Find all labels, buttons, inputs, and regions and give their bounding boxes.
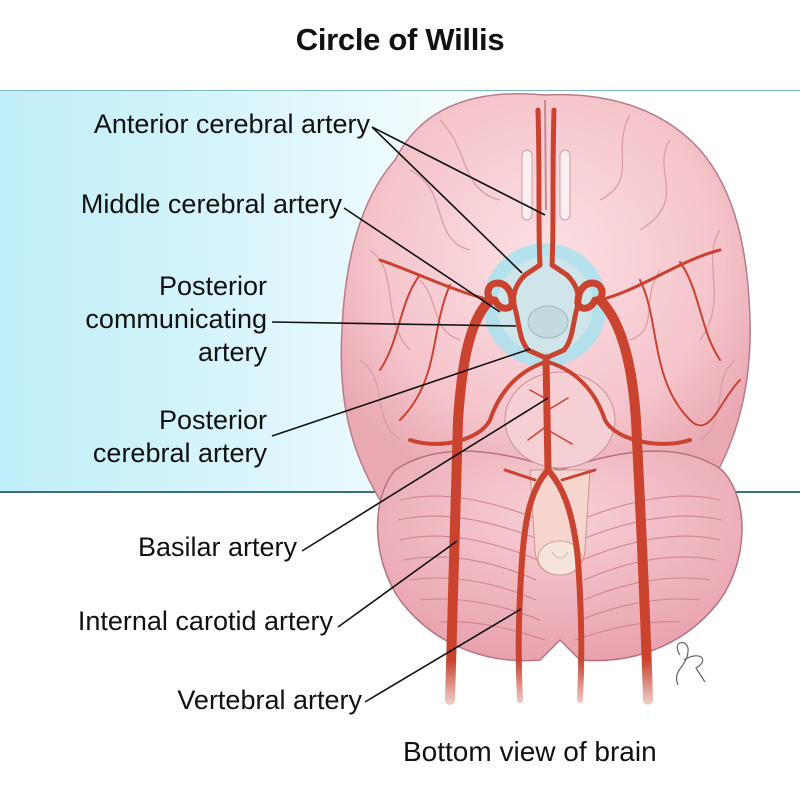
label-vertebral-artery: Vertebral artery — [177, 685, 362, 715]
pituitary-stalk — [527, 305, 569, 339]
view-caption: Bottom view of brain — [403, 736, 657, 767]
artist-signature — [676, 642, 706, 686]
gyri — [359, 114, 736, 441]
label-line: cerebral artery — [92, 438, 267, 468]
label-line: communicating — [85, 304, 267, 334]
diagram-title: Circle of Willis — [295, 22, 505, 57]
cerebellar-folia — [397, 495, 723, 641]
leader-basilar — [301, 397, 549, 552]
label-posterior-cerebral-artery: Posterior cerebral artery — [93, 404, 267, 470]
longitudinal-fissure — [544, 99, 547, 211]
label-basilar-artery: Basilar artery — [137, 532, 297, 562]
leader-vertebral — [364, 608, 522, 703]
pons — [504, 371, 616, 469]
label-anterior-cerebral-artery: Anterior cerebral artery — [93, 109, 370, 139]
leader-anterior-cerebral — [371, 126, 546, 274]
leader-posterior-communicating — [271, 321, 517, 327]
label-line: Posterior — [158, 405, 267, 435]
spinal-cord-grey-matter — [551, 551, 569, 559]
label-internal-carotid-artery: Internal carotid artery — [77, 606, 333, 636]
label-posterior-communicating-artery: Posterior communicating artery — [85, 270, 267, 369]
label-middle-cerebral-artery: Middle cerebral artery — [80, 189, 342, 219]
leader-internal-carotid — [337, 540, 458, 628]
leader-posterior-cerebral — [271, 348, 531, 437]
label-line: artery — [197, 337, 267, 367]
olfactory-tracts — [521, 149, 571, 221]
leader-middle-cerebral — [343, 207, 501, 313]
bottom-fade — [340, 660, 760, 720]
leader-lines — [271, 126, 549, 703]
label-line: Posterior — [158, 271, 267, 301]
